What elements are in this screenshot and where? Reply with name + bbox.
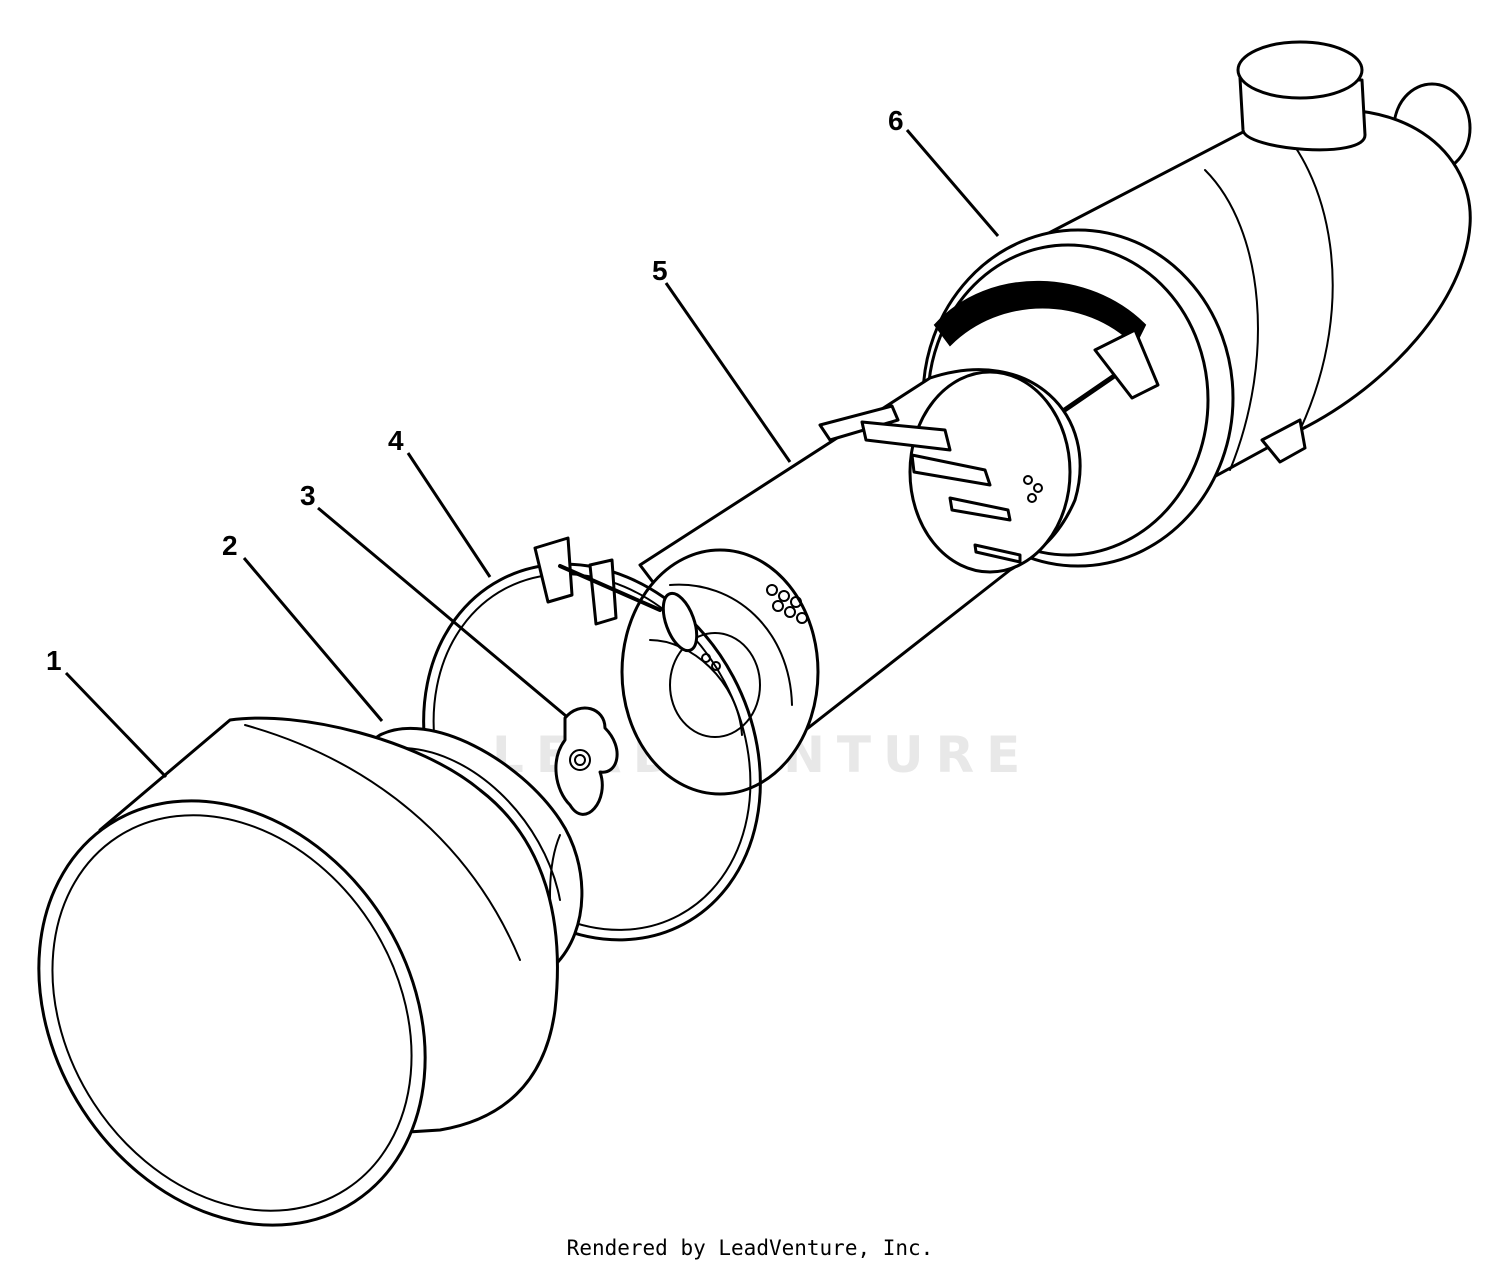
leader-lines	[64, 129, 1000, 779]
cover-cup	[37, 716, 559, 1227]
wing-nut	[554, 706, 619, 816]
leader-line-4	[406, 452, 492, 578]
callout-5: 5	[652, 255, 668, 286]
callout-1: 1	[46, 645, 62, 676]
leader-line-6	[905, 129, 1000, 237]
leader-line-1	[64, 671, 168, 779]
callout-2: 2	[222, 530, 238, 561]
leader-line-5	[664, 282, 792, 463]
callout-6: 6	[888, 105, 904, 136]
callout-numbers: 1 2 3 4 5 6	[46, 105, 904, 676]
air-cleaner-housing	[921, 40, 1472, 568]
mesh-dots	[701, 475, 1043, 671]
leader-line-3	[317, 506, 567, 718]
callout-3: 3	[300, 480, 316, 511]
leader-line-2	[242, 557, 384, 722]
render-credit: Rendered by LeadVenture, Inc.	[567, 1236, 934, 1260]
callout-4: 4	[388, 425, 404, 456]
